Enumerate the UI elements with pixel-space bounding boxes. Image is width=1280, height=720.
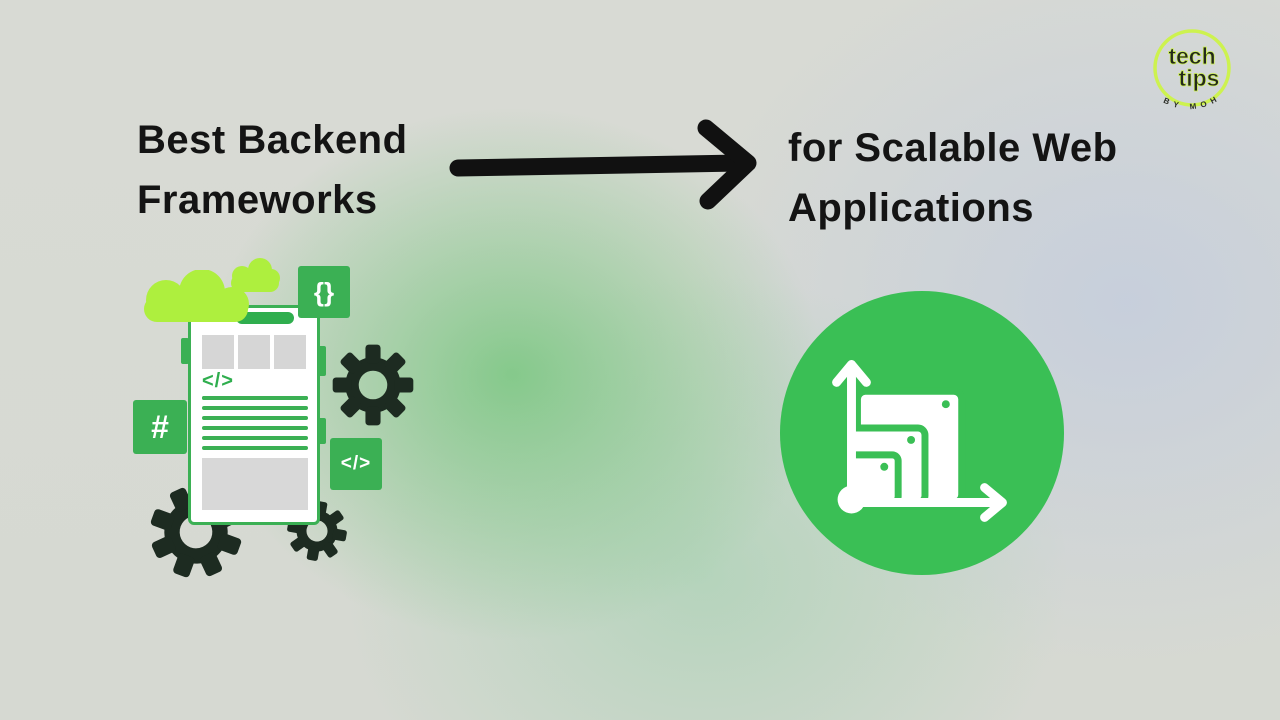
title-left-line1: Best Backend xyxy=(137,118,408,162)
svg-text:BY MOH: BY MOH xyxy=(1162,93,1222,112)
grid-cell xyxy=(202,335,234,369)
grid-cell xyxy=(274,335,306,369)
title-left: Best Backend Frameworks xyxy=(137,110,408,230)
text-line xyxy=(202,446,308,450)
cloud-icon xyxy=(222,258,284,297)
title-right-line1: for Scalable Web xyxy=(788,126,1118,170)
phone-side-button xyxy=(181,338,189,364)
hash-badge: # xyxy=(133,400,187,454)
curly-braces-text: {} xyxy=(313,276,335,307)
text-line xyxy=(202,416,308,420)
cloud-icon xyxy=(130,269,260,327)
logo-word2: tips xyxy=(1179,65,1220,91)
code-tag-badge: </> xyxy=(330,438,382,490)
tech-tips-logo: tech tips BY MOH xyxy=(1142,22,1242,127)
logo-tagline: BY MOH xyxy=(1162,93,1217,112)
title-left-line2: Frameworks xyxy=(137,178,378,222)
text-line xyxy=(202,406,308,410)
phone-image-placeholder xyxy=(202,458,308,510)
code-tag-text: </> xyxy=(202,370,234,392)
phone-grid xyxy=(202,335,306,369)
logo-word1: tech xyxy=(1168,43,1215,69)
hash-text: # xyxy=(151,408,169,445)
phone-text-lines xyxy=(202,396,308,456)
text-line xyxy=(202,396,308,400)
phone-mockup: </> xyxy=(188,305,320,525)
curly-braces-badge: {} xyxy=(298,266,350,318)
phone-side-button xyxy=(317,418,326,444)
logo-ring-icon xyxy=(1153,29,1231,107)
code-tag-text: </> xyxy=(340,453,372,474)
title-right-line2: Applications xyxy=(788,186,1035,230)
arrow-right-icon xyxy=(448,118,763,215)
phone-side-button xyxy=(317,346,326,376)
title-right: for Scalable Web Applications xyxy=(788,118,1118,238)
phone-notch xyxy=(236,312,294,324)
text-line xyxy=(202,426,308,430)
gear-icon xyxy=(331,343,415,432)
scalability-icon xyxy=(778,289,1066,582)
grid-cell xyxy=(238,335,270,369)
text-line xyxy=(202,436,308,440)
